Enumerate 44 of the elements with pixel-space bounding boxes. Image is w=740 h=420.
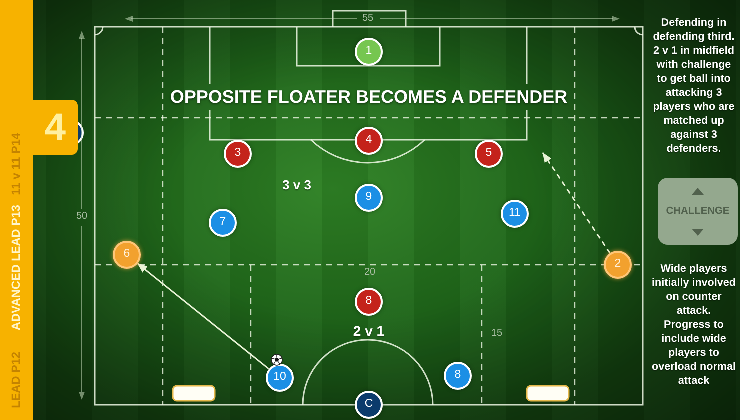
dimension-label: 55 xyxy=(362,14,374,24)
player-marker xyxy=(444,362,472,390)
zone-label: 2 v 1 xyxy=(353,324,385,338)
player-number: 8 xyxy=(454,370,462,382)
arrow xyxy=(137,263,270,370)
coaching-note: Wide players initially involved on counter attack. xyxy=(651,262,737,318)
player-number: 10 xyxy=(274,372,286,384)
player-number: 9 xyxy=(366,192,372,204)
player-number: 6 xyxy=(124,249,130,261)
player-number: 4 xyxy=(366,135,372,147)
player-marker xyxy=(355,391,383,419)
challenge-label: CHALLENGE xyxy=(666,206,730,218)
player-number: C xyxy=(364,399,374,411)
level-sidebar xyxy=(0,0,33,420)
player-marker xyxy=(355,184,383,212)
dashed-arrow xyxy=(542,152,611,254)
player-number: 5 xyxy=(486,148,492,160)
player-marker xyxy=(209,209,237,237)
player-marker xyxy=(113,241,141,269)
challenge-panel xyxy=(658,178,738,245)
dimension-label: 20 xyxy=(364,268,376,278)
player-marker xyxy=(266,364,294,392)
player-marker xyxy=(604,251,632,279)
player-number: 2 xyxy=(614,259,622,271)
player-marker xyxy=(355,288,383,316)
player-number: 11 xyxy=(509,208,521,220)
player-number: 3 xyxy=(234,148,242,160)
zone-label: 3 v 3 xyxy=(282,178,312,192)
player-number: 1 xyxy=(366,46,372,58)
player-marker xyxy=(501,200,529,228)
dimension-label: 50 xyxy=(76,212,88,222)
player-marker xyxy=(355,38,383,66)
player-marker xyxy=(355,127,383,155)
coaching-note: Defending in defending third. 2 v 1 in midfield with challenge to get ball into attacking 3 players who are matched up against 3 defenders. xyxy=(652,16,736,156)
step-tab xyxy=(33,100,78,155)
step-number: 4 xyxy=(44,108,66,146)
player-marker xyxy=(475,140,503,168)
drill-title: OPPOSITE FLOATER BECOMES A DEFENDER xyxy=(170,88,568,106)
dimension-label: 15 xyxy=(491,329,503,339)
coaching-note: Progress to include wide players to overload normal attack xyxy=(651,318,737,388)
level-label: ADVANCED LEAD P13 xyxy=(9,205,23,331)
player-number: 8 xyxy=(366,296,372,308)
player-marker xyxy=(224,140,252,168)
player-number: 7 xyxy=(220,217,226,229)
